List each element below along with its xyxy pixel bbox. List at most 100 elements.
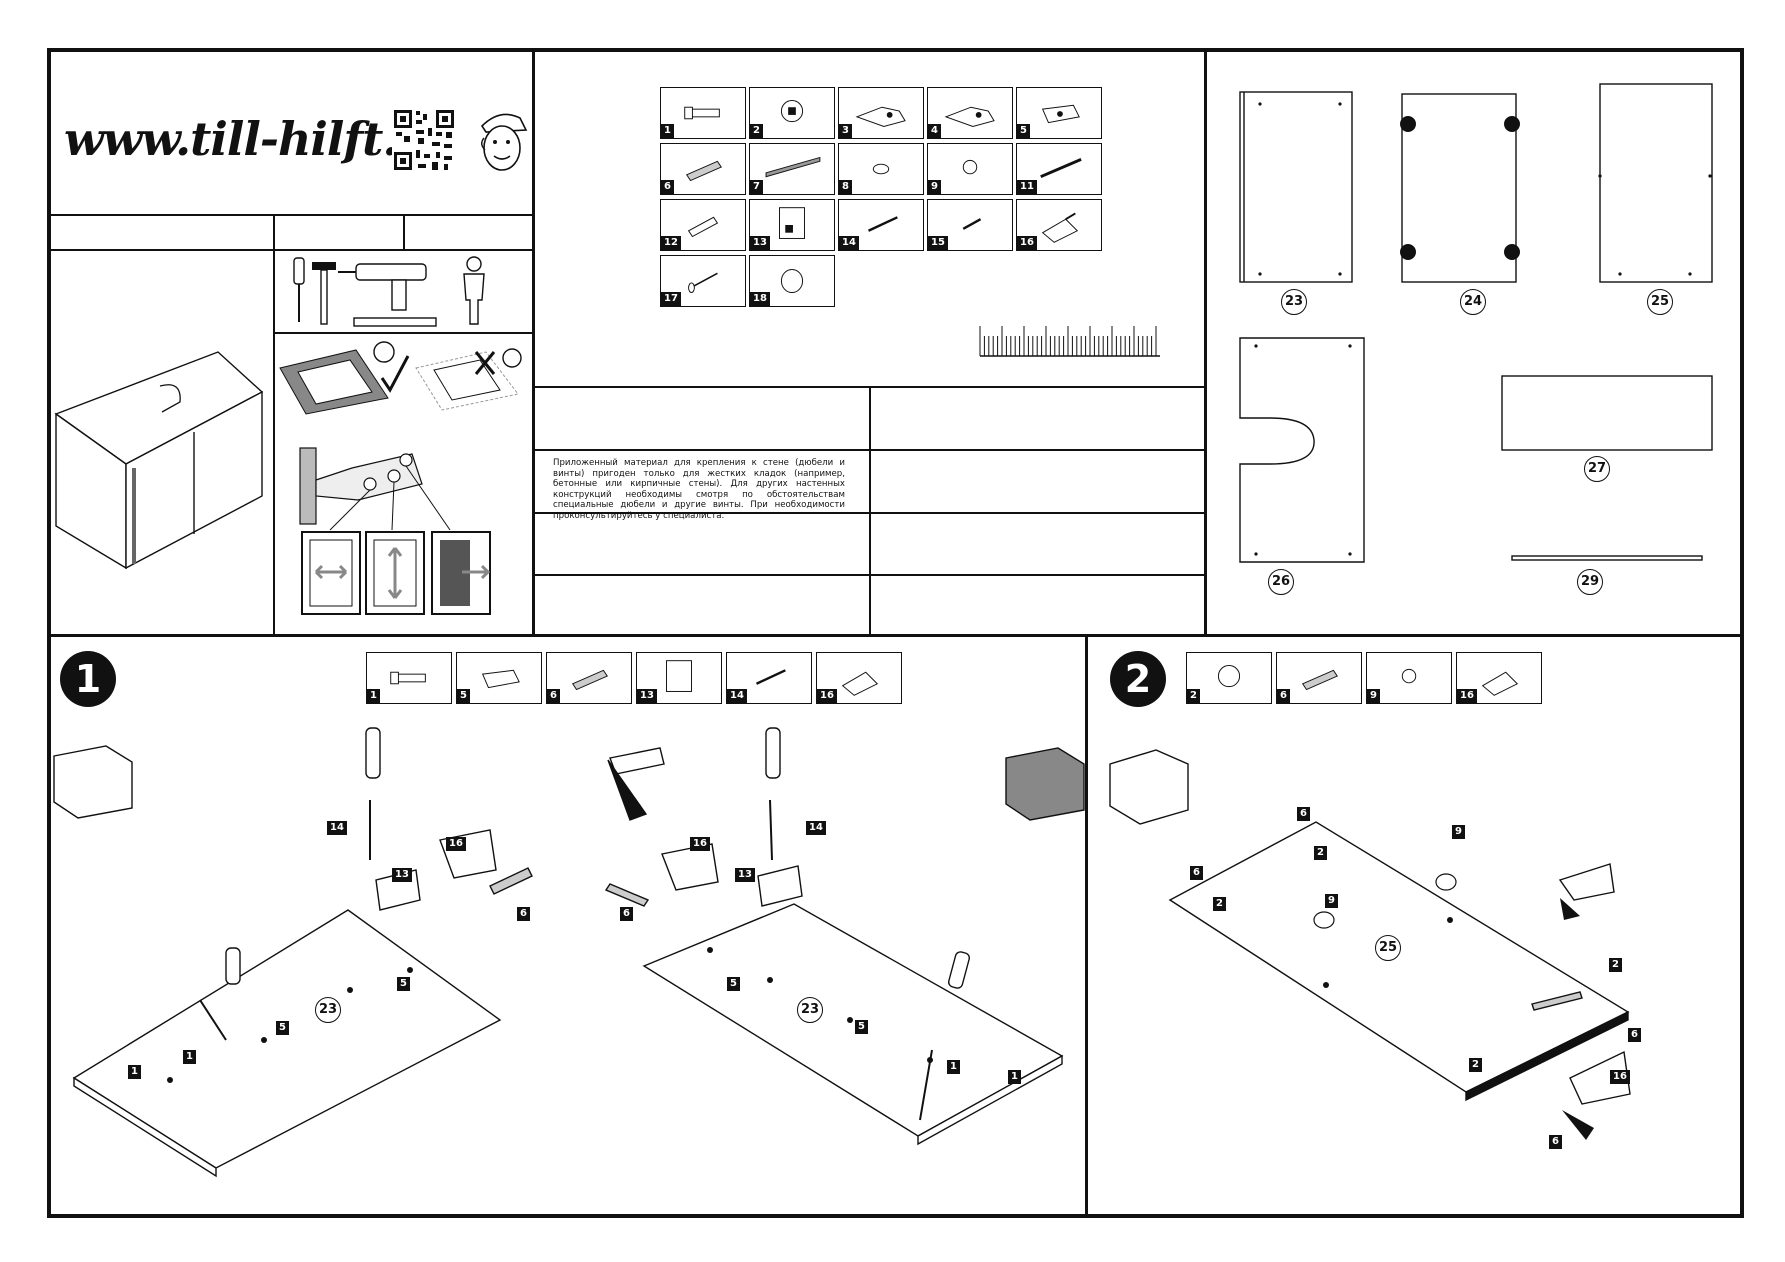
panel-label: 29: [1577, 569, 1603, 595]
part-cell: 9: [927, 143, 1013, 195]
part-cell: 12: [660, 199, 746, 251]
part-tag: 9: [1325, 894, 1338, 908]
divider-horizontal: [47, 634, 1744, 637]
part-tag: 16: [1610, 1070, 1630, 1084]
cam-bolt-icon: [390, 671, 426, 685]
part-tag: 6: [620, 907, 633, 921]
part-tag: 5: [397, 977, 410, 991]
part-tag: 14: [327, 821, 347, 835]
part-cell: 5: [1016, 87, 1102, 139]
hard-surface-wrong-icon: [415, 348, 522, 411]
part-tag: 2: [1609, 958, 1622, 972]
mounting-plate-icon: [1041, 104, 1080, 124]
step-part-cell: 6: [546, 652, 632, 704]
glue-tube-icon: [1041, 212, 1079, 243]
shelf-pin-icon: [962, 159, 978, 175]
hinge-icon: [855, 106, 906, 127]
part-tag: 1: [947, 1060, 960, 1074]
part-tag: 6: [1549, 1135, 1562, 1149]
panel-label: 26: [1268, 569, 1294, 595]
vertical-adjust-icon: [365, 531, 425, 615]
cover-cap-icon: [780, 268, 804, 294]
part-cell: 18: [749, 255, 835, 307]
hinge-icon: [944, 106, 995, 127]
short-screw-icon: [962, 218, 982, 230]
divider-vertical: [403, 214, 405, 250]
divider-vertical: [1204, 48, 1207, 636]
part-cell: 3: [838, 87, 924, 139]
part-tag: 1: [1008, 1070, 1021, 1084]
panel-label: 24: [1460, 289, 1486, 315]
step2-illustration: [1109, 749, 1631, 1140]
step-part-cell: 2: [1186, 652, 1272, 704]
long-screw-icon: [1040, 158, 1082, 179]
part-tag: 5: [276, 1021, 289, 1035]
step-part-cell: 16: [1456, 652, 1542, 704]
part-cell: 17: [660, 255, 746, 307]
ruler-scale: [979, 326, 1160, 357]
wall-plug-icon: [687, 216, 719, 238]
part-tag: 5: [855, 1020, 868, 1034]
panel-label: 25: [1375, 935, 1401, 961]
part-tag: 2: [1314, 846, 1327, 860]
divider-vertical: [532, 48, 535, 636]
panel-label: 27: [1584, 456, 1610, 482]
step-number: 1: [60, 651, 116, 707]
part-tag: 9: [1452, 825, 1465, 839]
boy-with-cap-icon: [474, 104, 530, 176]
wall-bracket-icon: [666, 660, 692, 692]
panels-overview: [1239, 83, 1713, 563]
tools-row: [276, 252, 530, 330]
wooden-dowel-icon: [685, 160, 722, 182]
mounting-plate-icon: [481, 669, 520, 689]
part-tag: 6: [1297, 807, 1310, 821]
screw-icon: [867, 216, 898, 232]
qr-code-icon: [392, 108, 456, 172]
part-tag: 13: [735, 868, 755, 882]
part-tag: 16: [446, 837, 466, 851]
cam-lock-icon: [1217, 665, 1241, 688]
bumper-pad-icon: [872, 163, 890, 175]
cam-lock-icon: [780, 100, 804, 123]
step-part-cell: 1: [366, 652, 452, 704]
step-part-cell: 14: [726, 652, 812, 704]
shelf-pin-icon: [1401, 668, 1417, 684]
soft-surface-ok-icon: [279, 341, 410, 415]
step-part-cell: 16: [816, 652, 902, 704]
drill-icon: [338, 263, 427, 311]
cabinet-preview: [54, 351, 264, 570]
panel-label: 25: [1647, 289, 1673, 315]
part-cell: 1: [660, 87, 746, 139]
horizontal-adjust-icon: [301, 531, 361, 615]
part-tag: 1: [183, 1050, 196, 1064]
step-part-cell: 13: [636, 652, 722, 704]
divider-vertical: [869, 386, 871, 635]
part-cell: 6: [660, 143, 746, 195]
wall-fixing-note: Приложенный материал для крепления к сте…: [553, 458, 845, 521]
part-tag: 2: [1469, 1058, 1482, 1072]
glue-tube-icon: [841, 671, 879, 696]
divider-horizontal: [49, 249, 533, 251]
part-cell: 15: [927, 199, 1013, 251]
hinge-adjust-guide: [292, 440, 514, 618]
nail-icon: [688, 272, 718, 294]
hammer-icon: [312, 262, 336, 325]
hinge-icon: [299, 447, 451, 531]
rail-icon: [765, 156, 821, 178]
divider-vertical: [273, 214, 275, 635]
panel-label: 23: [1281, 289, 1307, 315]
part-tag: 16: [690, 837, 710, 851]
part-tag: 5: [727, 977, 740, 991]
page-frame: [47, 48, 1744, 1218]
person-icon: [463, 256, 485, 325]
part-tag: 2: [1213, 897, 1226, 911]
part-cell: 13: [749, 199, 835, 251]
panel-label: 23: [315, 997, 341, 1023]
part-tag: 6: [1190, 866, 1203, 880]
divider-horizontal: [274, 332, 533, 334]
divider-horizontal: [49, 214, 533, 216]
part-cell: 2: [749, 87, 835, 139]
part-cell: 4: [927, 87, 1013, 139]
wall-bracket-icon: [779, 207, 805, 239]
part-cell: 7: [749, 143, 835, 195]
